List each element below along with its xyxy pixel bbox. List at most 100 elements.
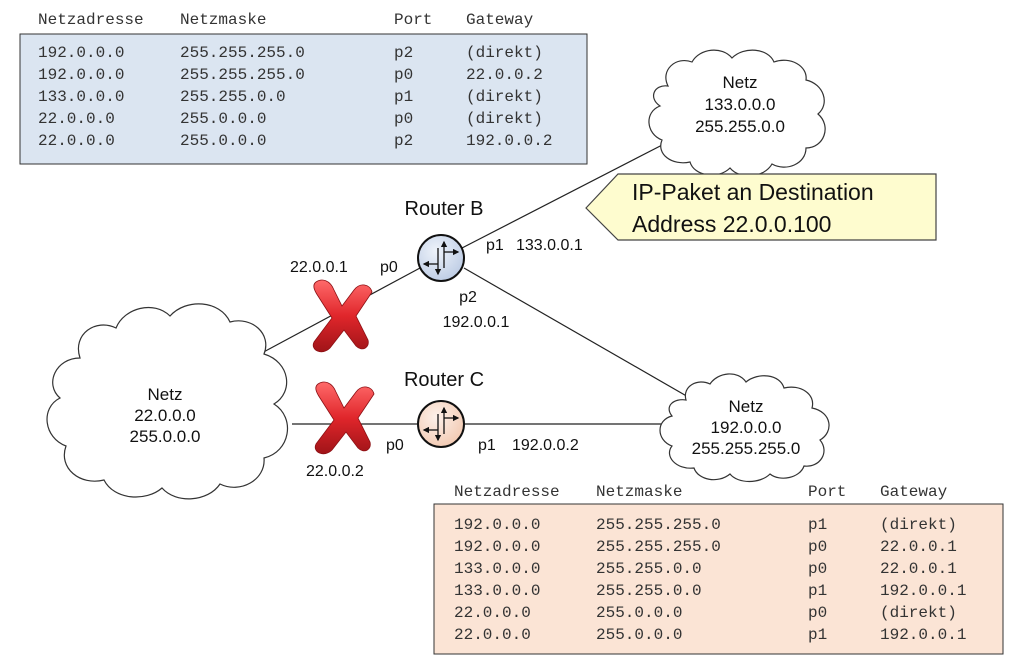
routing-table-b: Netzadresse Netzmaske Port Gateway 192.0… — [19, 11, 588, 165]
router-c-arrows-icon — [422, 406, 460, 442]
net22-address: 22.0.0.0 — [134, 406, 195, 425]
table-b-box — [19, 33, 588, 165]
table-c-row-2-col-2: p0 — [808, 560, 827, 578]
router-c-p1-ip: 192.0.0.2 — [512, 437, 579, 454]
table-b-header-gateway: Gateway — [466, 11, 534, 29]
table-b-row-4-col-3: 192.0.0.2 — [466, 132, 552, 150]
table-c-row-2-col-3: 22.0.0.1 — [880, 560, 957, 578]
table-c-row-1-col-0: 192.0.0.0 — [454, 538, 540, 556]
cloud-133-shape — [648, 49, 826, 177]
callout-line1: IP-Paket an Destination — [632, 179, 874, 205]
table-c-row-3-col-0: 133.0.0.0 — [454, 582, 540, 600]
table-c-row-3-col-3: 192.0.0.1 — [880, 582, 966, 600]
table-c-row-1-col-1: 255.255.255.0 — [596, 538, 721, 556]
table-c-header-netzadresse: Netzadresse — [454, 483, 560, 501]
table-c-row-4-col-0: 22.0.0.0 — [454, 604, 531, 622]
table-c-header-gateway: Gateway — [880, 483, 948, 501]
table-b-row-0-col-1: 255.255.255.0 — [180, 44, 305, 62]
table-b-row-1-col-3: 22.0.0.2 — [466, 66, 543, 84]
table-c-row-4-col-3: (direkt) — [880, 604, 957, 622]
router-b: Router B 22.0.0.1 p0 p1 133.0.0.1 p2 192… — [290, 198, 583, 331]
network-cloud-22: Netz 22.0.0.0 255.0.0.0 — [46, 303, 289, 500]
link-down-cross-icon — [312, 279, 373, 353]
table-c-header-netzmaske: Netzmaske — [596, 483, 682, 501]
table-b-rows: 192.0.0.0 255.255.255.0 p2 (direkt) 192.0.0.… — [38, 44, 552, 150]
routing-table-c: Netzadresse Netzmaske Port Gateway 192.0… — [433, 483, 1004, 655]
network-cloud-192: Netz 192.0.0.0 255.255.255.0 — [659, 373, 830, 483]
table-b-row-3-col-2: p0 — [394, 110, 413, 128]
net22-mask: 255.0.0.0 — [130, 427, 201, 446]
net133-title: Netz — [723, 73, 758, 92]
router-c-p0-ip: 22.0.0.2 — [306, 463, 364, 480]
router-c-icon — [417, 400, 465, 448]
callout-shape — [585, 173, 937, 241]
table-b-row-0-col-0: 192.0.0.0 — [38, 44, 124, 62]
router-c: Router C p0 22.0.0.2 p1 192.0.0.2 — [306, 369, 579, 480]
cloud-22-shape — [46, 303, 289, 500]
link-down-cross-icon — [314, 381, 375, 455]
table-b-row-3-col-1: 255.0.0.0 — [180, 110, 266, 128]
link-routerb-net133 — [461, 141, 669, 249]
router-b-p0-port: p0 — [380, 259, 398, 276]
router-b-p1-ip: 133.0.0.1 — [516, 237, 583, 254]
table-b-header-netzmaske: Netzmaske — [180, 11, 266, 29]
net22-title: Netz — [148, 385, 183, 404]
table-c-row-0-col-0: 192.0.0.0 — [454, 516, 540, 534]
table-c-rows: 192.0.0.0 255.255.255.0 p1 (direkt) 192.0.0.… — [454, 516, 966, 644]
table-b-row-0-col-3: (direkt) — [466, 44, 543, 62]
table-c-row-1-col-2: p0 — [808, 538, 827, 556]
table-b-header-netzadresse: Netzadresse — [38, 11, 144, 29]
table-c-row-0-col-3: (direkt) — [880, 516, 957, 534]
table-c-row-2-col-1: 255.255.0.0 — [596, 560, 702, 578]
table-b-header-port: Port — [394, 11, 432, 29]
table-b-row-1-col-1: 255.255.255.0 — [180, 66, 305, 84]
table-c-row-5-col-0: 22.0.0.0 — [454, 626, 531, 644]
cloud-192-shape — [659, 373, 830, 483]
table-b-row-2-col-1: 255.255.0.0 — [180, 88, 286, 106]
table-b-row-2-col-2: p1 — [394, 88, 413, 106]
table-c-row-5-col-3: 192.0.0.1 — [880, 626, 966, 644]
router-b-p2-ip: 192.0.0.1 — [443, 314, 510, 331]
router-b-p2-port: p2 — [459, 289, 477, 306]
table-c-row-3-col-2: p1 — [808, 582, 827, 600]
packet-callout: IP-Paket an Destination Address 22.0.0.1… — [585, 173, 937, 241]
table-b-row-2-col-0: 133.0.0.0 — [38, 88, 124, 106]
callout-line2: Address 22.0.0.100 — [632, 211, 831, 237]
table-c-row-5-col-2: p1 — [808, 626, 827, 644]
net192-title: Netz — [729, 397, 764, 416]
table-b-row-4-col-0: 22.0.0.0 — [38, 132, 115, 150]
link-routerb-net192 — [463, 267, 691, 399]
net192-mask: 255.255.255.0 — [692, 439, 801, 458]
table-c-row-0-col-2: p1 — [808, 516, 827, 534]
table-c-row-2-col-0: 133.0.0.0 — [454, 560, 540, 578]
table-b-row-0-col-2: p2 — [394, 44, 413, 62]
net133-address: 133.0.0.0 — [705, 95, 776, 114]
router-c-p0-port: p0 — [386, 437, 404, 454]
table-c-row-4-col-2: p0 — [808, 604, 827, 622]
table-b-row-2-col-3: (direkt) — [466, 88, 543, 106]
table-b-row-3-col-0: 22.0.0.0 — [38, 110, 115, 128]
table-c-row-1-col-3: 22.0.0.1 — [880, 538, 957, 556]
table-b-row-1-col-0: 192.0.0.0 — [38, 66, 124, 84]
router-b-p1-port: p1 — [486, 237, 504, 254]
table-c-row-0-col-1: 255.255.255.0 — [596, 516, 721, 534]
table-b-row-3-col-3: (direkt) — [466, 110, 543, 128]
table-c-row-3-col-1: 255.255.0.0 — [596, 582, 702, 600]
table-c-row-5-col-1: 255.0.0.0 — [596, 626, 682, 644]
router-c-label: Router C — [404, 369, 484, 391]
table-b-row-1-col-2: p0 — [394, 66, 413, 84]
net192-address: 192.0.0.0 — [711, 418, 782, 437]
table-b-row-4-col-2: p2 — [394, 132, 413, 150]
links — [257, 141, 691, 425]
table-c-row-4-col-1: 255.0.0.0 — [596, 604, 682, 622]
table-c-box — [433, 503, 1004, 655]
net133-mask: 255.255.0.0 — [695, 117, 785, 136]
network-cloud-133: Netz 133.0.0.0 255.255.0.0 — [648, 49, 826, 177]
router-b-icon — [417, 234, 465, 282]
router-b-arrows-icon — [422, 240, 460, 276]
router-b-label: Router B — [405, 198, 484, 220]
router-b-p0-ip: 22.0.0.1 — [290, 259, 348, 276]
table-b-row-4-col-1: 255.0.0.0 — [180, 132, 266, 150]
table-c-header-port: Port — [808, 483, 846, 501]
